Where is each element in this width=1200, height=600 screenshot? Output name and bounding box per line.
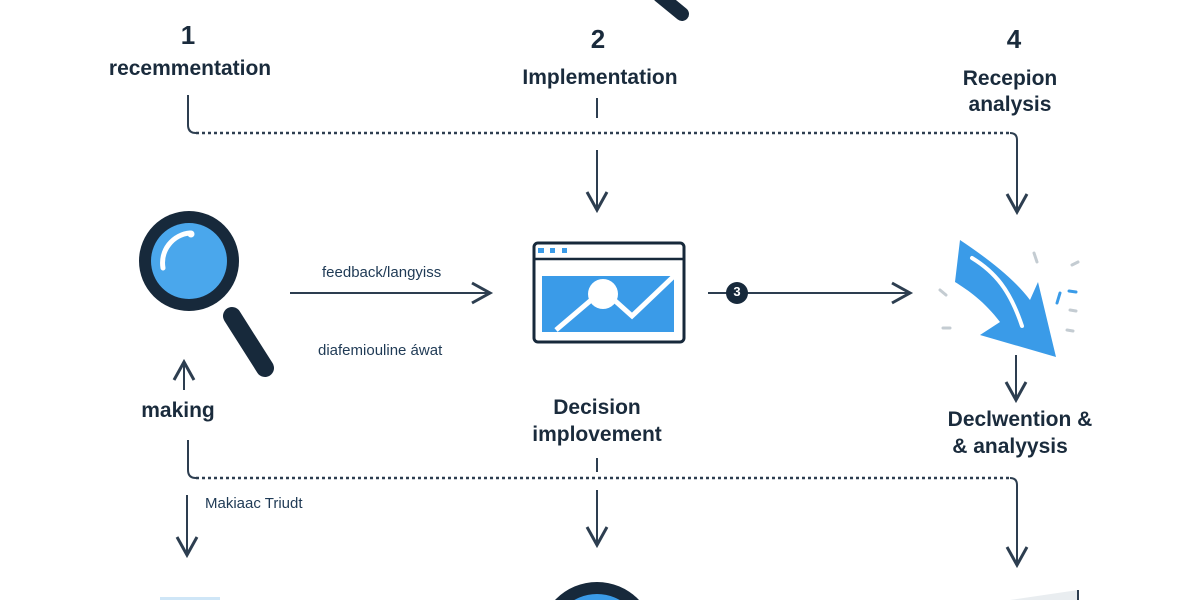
decision-caption-line1: Decision: [553, 396, 641, 419]
step-1-number: 1: [180, 20, 196, 50]
bottom-right-fragment: [1010, 590, 1078, 600]
secondary-arrow-label: diafemiouline áwat: [318, 342, 443, 359]
declwention-caption-line2: & analyysis: [952, 435, 1068, 458]
top-connector: [187, 95, 1029, 216]
bottom-connector: [175, 440, 1029, 569]
step-3-arrow: [708, 281, 914, 305]
step-2-number: 2: [590, 24, 606, 54]
browser-chart-icon: [532, 241, 686, 344]
declwention-caption-line1: Declwention &: [947, 408, 1093, 431]
bottom-left-fragment: [160, 597, 220, 600]
bottom-left-caption: Makiaac Triudt: [205, 495, 303, 512]
bottom-magnifier-fragment-icon: [555, 582, 639, 600]
curved-arrow-icon: [938, 240, 1080, 357]
making-caption: making: [141, 399, 215, 422]
step-4-label-line1: Recepion: [962, 67, 1058, 90]
step-2-label: Implementation: [522, 66, 678, 89]
feedback-arrow-label: feedback/langyiss: [322, 264, 442, 281]
step-1-label: recemmentation: [108, 57, 272, 80]
step-4-number: 4: [1006, 24, 1022, 54]
step-3-badge: 3: [733, 284, 741, 299]
decision-caption-line2: implovement: [532, 423, 662, 446]
magnifier-handle-fragment-icon: [654, 0, 689, 21]
step-4-label-line2: analysis: [968, 93, 1052, 116]
magnifier-icon: [139, 211, 274, 377]
